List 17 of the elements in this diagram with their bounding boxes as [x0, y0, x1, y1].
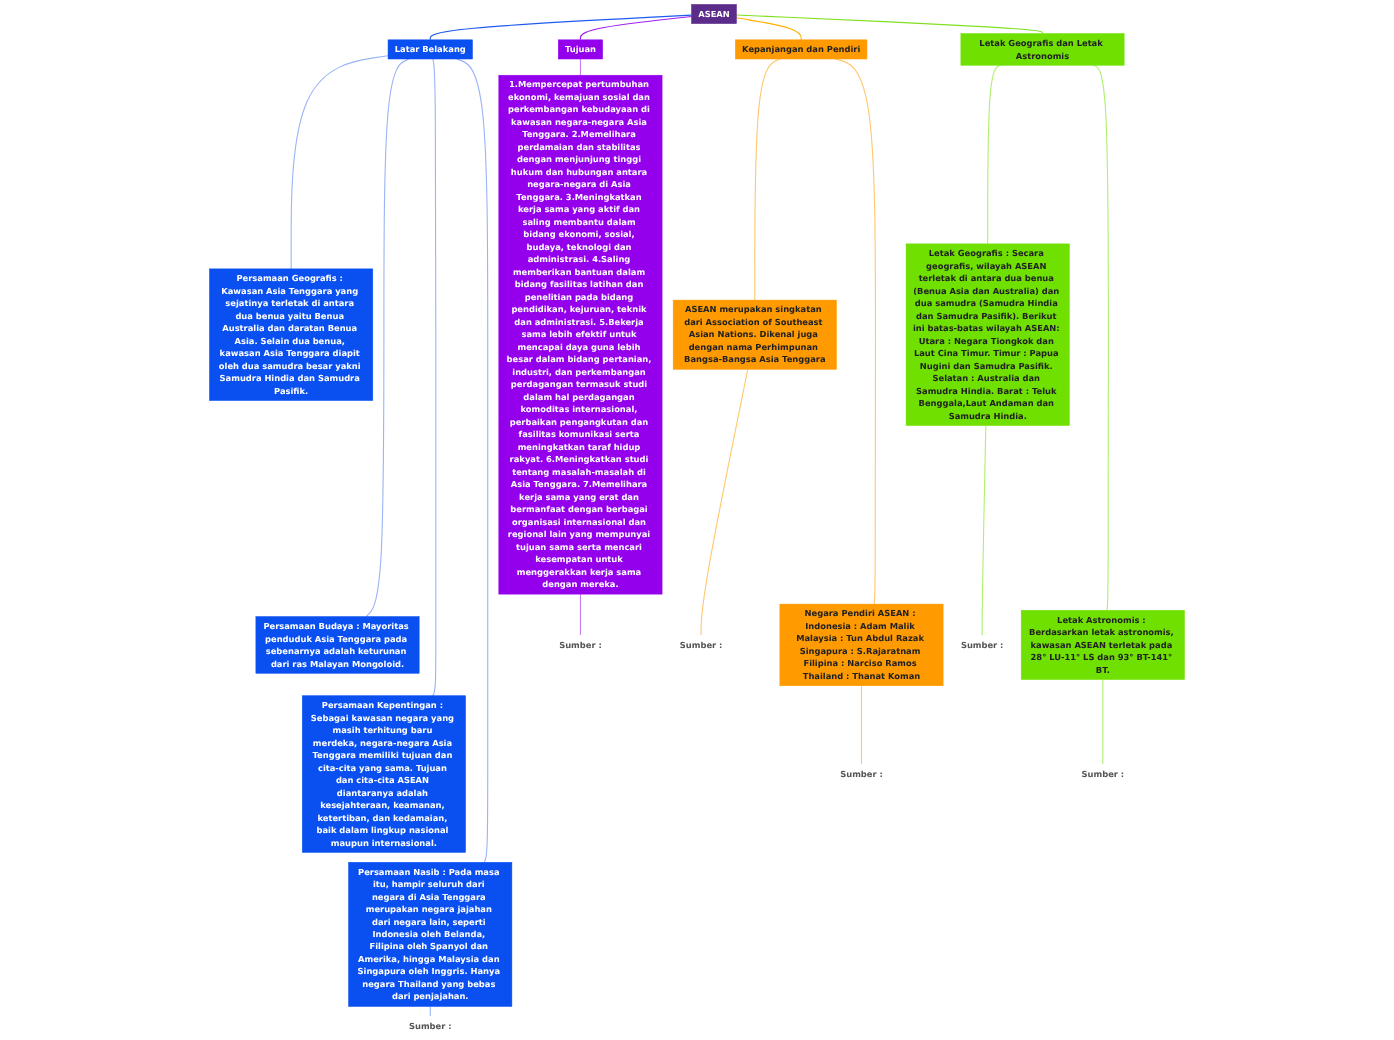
connector [735, 14, 1044, 35]
connector [579, 15, 693, 41]
connector [735, 17, 802, 41]
connector [456, 58, 489, 863]
connector [429, 14, 693, 41]
connector [987, 64, 1002, 245]
connector [700, 368, 749, 636]
connector [754, 58, 781, 301]
connector [834, 58, 877, 605]
connector [579, 593, 581, 636]
connector [290, 55, 389, 270]
connector [1092, 64, 1109, 611]
connector [1102, 678, 1104, 765]
connector [432, 58, 437, 697]
connector [860, 685, 863, 765]
connector [981, 424, 987, 636]
connector [365, 58, 410, 618]
